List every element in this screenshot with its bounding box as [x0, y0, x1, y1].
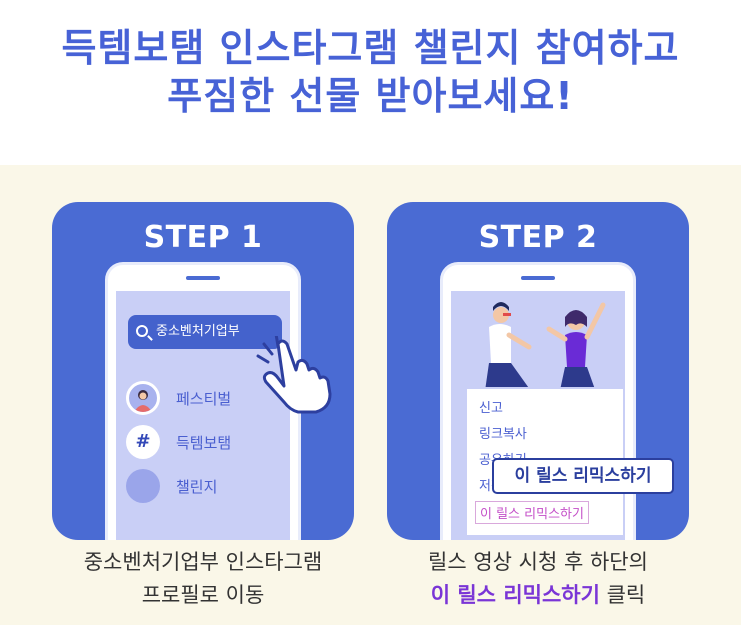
header-area: 득템보탬 인스타그램 챌린지 참여하고 푸짐한 선물 받아보세요!	[0, 0, 741, 165]
caption-highlight: 이 릴스 리믹스하기	[430, 583, 600, 607]
menu-label: 페스티벌	[176, 390, 232, 408]
step1-caption: 중소벤처기업부 인스타그램 프로필로 이동	[43, 546, 363, 612]
menu-label: 득템보탬	[176, 434, 232, 452]
search-icon	[136, 325, 148, 337]
step2-title: STEP 2	[478, 220, 598, 255]
avatar-icon	[126, 381, 160, 415]
pointer-hand-icon	[256, 336, 332, 414]
search-button[interactable]: 중소벤처기업부	[128, 315, 282, 349]
option-copy-link[interactable]: 링크복사	[479, 427, 527, 442]
step2-caption-line2: 이 릴스 리믹스하기 클릭	[378, 579, 698, 612]
step1-title: STEP 1	[143, 220, 263, 255]
remix-callout: 이 릴스 리믹스하기	[492, 458, 674, 494]
step1-caption-line2: 프로필로 이동	[141, 583, 265, 607]
step2-screen: 신고 링크복사 공유하기 저장 이 릴스 리믹스하기	[451, 291, 625, 540]
caption-suffix: 클릭	[599, 583, 646, 607]
step1-screen: 중소벤처기업부 페스티벌 # 득템보탬	[116, 291, 290, 540]
circle-icon	[126, 469, 160, 503]
phone-speaker	[186, 276, 220, 280]
option-report[interactable]: 신고	[479, 401, 503, 416]
search-label: 중소벤처기업부	[156, 324, 240, 339]
step1-caption-line1: 중소벤처기업부 인스타그램	[83, 550, 323, 574]
dancing-people-illustration	[485, 302, 606, 395]
phone-speaker	[521, 276, 555, 280]
page-title-line2: 푸짐한 선물 받아보세요!	[167, 74, 574, 118]
step2-phone: 신고 링크복사 공유하기 저장 이 릴스 리믹스하기	[440, 262, 636, 540]
step2-caption: 릴스 영상 시청 후 하단의 이 릴스 리믹스하기 클릭	[378, 546, 698, 612]
option-remix-reel[interactable]: 이 릴스 리믹스하기	[475, 501, 589, 524]
hash-icon: #	[126, 425, 160, 459]
menu-label: 챌린지	[176, 478, 218, 496]
step2-caption-line1: 릴스 영상 시청 후 하단의	[428, 550, 648, 574]
page-title-line1: 득템보탬 인스타그램 챌린지 참여하고	[61, 26, 680, 70]
